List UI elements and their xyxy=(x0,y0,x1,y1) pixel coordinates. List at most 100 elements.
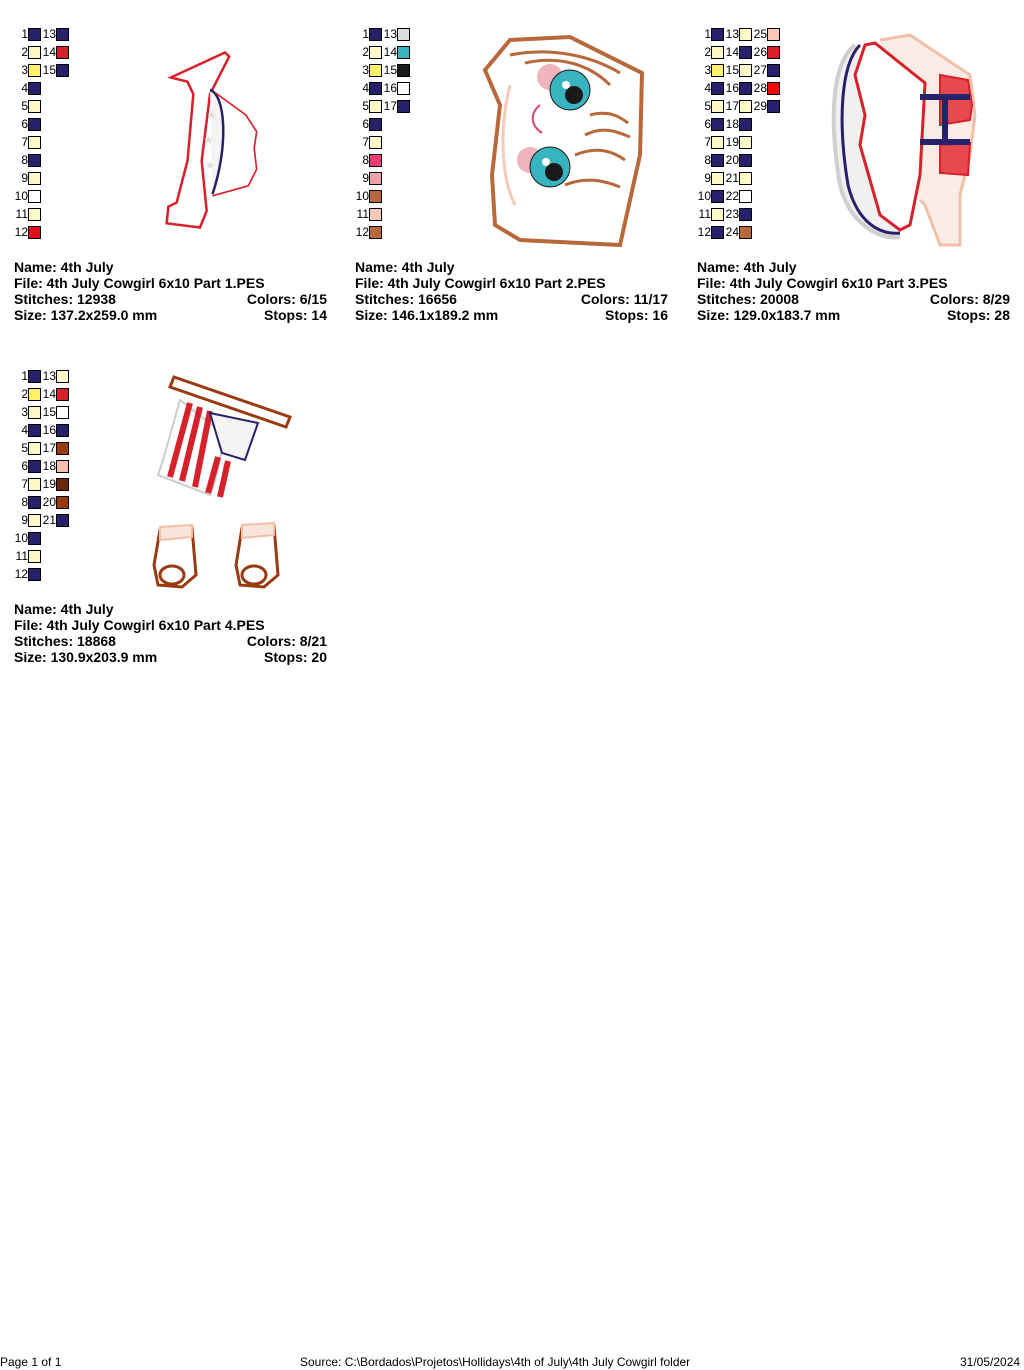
swatch-color-box xyxy=(397,27,410,41)
swatch-color-box xyxy=(56,495,69,509)
swatch-color-box xyxy=(28,99,41,113)
color-swatch: 7 xyxy=(0,475,41,493)
swatch-color-box xyxy=(739,45,752,59)
swatch-color-box xyxy=(56,441,69,455)
swatch-color-box xyxy=(28,531,41,545)
color-swatch: 13 xyxy=(725,25,752,43)
swatch-color-box xyxy=(56,63,69,77)
swatch-number: 6 xyxy=(704,116,711,131)
color-swatch: 2 xyxy=(683,43,724,61)
color-swatch: 14 xyxy=(383,43,410,61)
flag-and-boots-design-image xyxy=(152,375,292,589)
swatch-color-box xyxy=(711,135,724,149)
color-swatch: 20 xyxy=(725,151,752,169)
swatch-color-box xyxy=(28,27,41,41)
swatch-number: 9 xyxy=(704,170,711,185)
color-swatch: 9 xyxy=(0,169,41,187)
swatch-number: 22 xyxy=(725,188,739,203)
color-swatch: 9 xyxy=(0,511,41,529)
color-swatch: 25 xyxy=(753,25,780,43)
swatch-number: 6 xyxy=(21,458,28,473)
swatch-color-box xyxy=(397,99,410,113)
swatch-number: 29 xyxy=(753,98,767,113)
color-swatch: 4 xyxy=(0,421,41,439)
color-swatch: 6 xyxy=(683,115,724,133)
swatch-color-box xyxy=(711,153,724,167)
swatch-color-box xyxy=(767,99,780,113)
design-stitches: Stitches: 20008 xyxy=(697,291,799,307)
swatch-color-box xyxy=(56,27,69,41)
design-stops: Stops: 16 xyxy=(604,307,668,323)
color-swatch: 11 xyxy=(341,205,382,223)
color-swatch: 14 xyxy=(725,43,752,61)
color-swatch: 13 xyxy=(42,367,69,385)
color-swatch: 1 xyxy=(341,25,382,43)
swatch-number: 11 xyxy=(356,206,369,221)
swatch-number: 5 xyxy=(21,98,28,113)
swatch-number: 13 xyxy=(725,26,739,41)
page-number: Page 1 of 1 xyxy=(0,1355,62,1369)
swatch-color-box xyxy=(28,549,41,563)
swatch-number: 25 xyxy=(753,26,767,41)
design-file: File: 4th July Cowgirl 6x10 Part 3.PES xyxy=(697,275,948,291)
color-swatch: 1 xyxy=(0,367,41,385)
swatch-number: 23 xyxy=(725,206,739,221)
swatch-number: 3 xyxy=(704,62,711,77)
design-info: Name: 4th July File: 4th July Cowgirl 6x… xyxy=(697,259,1010,323)
swatch-number: 16 xyxy=(725,80,739,95)
swatch-number: 1 xyxy=(704,26,711,41)
swatch-color-box xyxy=(369,117,382,131)
swatch-color-box xyxy=(711,99,724,113)
color-swatch: 4 xyxy=(0,79,41,97)
color-swatch: 10 xyxy=(341,187,382,205)
swatch-color-box xyxy=(369,99,382,113)
swatch-number: 11 xyxy=(15,206,28,221)
color-swatch: 27 xyxy=(753,61,780,79)
swatch-number: 17 xyxy=(42,440,56,455)
swatch-number: 12 xyxy=(14,566,28,581)
design-name: Name: 4th July xyxy=(355,259,455,275)
swatch-number: 14 xyxy=(383,44,397,59)
color-swatch: 21 xyxy=(42,511,69,529)
swatch-color-box xyxy=(56,513,69,527)
swatch-number: 15 xyxy=(42,62,56,77)
swatch-number: 7 xyxy=(21,476,28,491)
swatch-number: 13 xyxy=(42,26,56,41)
swatch-color-box xyxy=(28,387,41,401)
design-file: File: 4th July Cowgirl 6x10 Part 2.PES xyxy=(355,275,606,291)
swatch-color-box xyxy=(711,225,724,239)
color-swatch: 28 xyxy=(753,79,780,97)
design-name: Name: 4th July xyxy=(14,259,114,275)
swatch-number: 10 xyxy=(697,188,711,203)
color-swatch: 15 xyxy=(725,61,752,79)
design-colors: Colors: 11/17 xyxy=(580,291,668,307)
dress-design-image xyxy=(831,33,977,247)
swatch-number: 3 xyxy=(21,404,28,419)
swatch-number: 12 xyxy=(697,224,711,239)
swatch-color-box xyxy=(28,477,41,491)
color-swatch: 6 xyxy=(341,115,382,133)
swatch-number: 1 xyxy=(21,368,28,383)
swatch-number: 15 xyxy=(383,62,397,77)
source-path: Source: C:\Bordados\Projetos\Hollidays\4… xyxy=(300,1355,691,1369)
swatch-color-box xyxy=(28,225,41,239)
color-swatch: 5 xyxy=(683,97,724,115)
color-swatch: 17 xyxy=(383,97,410,115)
color-swatch: 16 xyxy=(725,79,752,97)
swatch-color-box xyxy=(28,45,41,59)
swatch-number: 12 xyxy=(14,224,28,239)
swatch-color-box xyxy=(711,45,724,59)
swatch-number: 12 xyxy=(355,224,369,239)
swatch-number: 4 xyxy=(21,80,28,95)
design-colors: Colors: 8/21 xyxy=(246,633,327,649)
swatch-number: 8 xyxy=(21,494,28,509)
design-stitches: Stitches: 12938 xyxy=(14,291,116,307)
color-swatch: 8 xyxy=(0,493,41,511)
color-swatch: 6 xyxy=(0,457,41,475)
color-swatch: 22 xyxy=(725,187,752,205)
swatch-number: 17 xyxy=(725,98,739,113)
swatch-color-box xyxy=(28,423,41,437)
color-swatch: 5 xyxy=(0,97,41,115)
swatch-color-box xyxy=(28,171,41,185)
swatch-color-box xyxy=(369,81,382,95)
